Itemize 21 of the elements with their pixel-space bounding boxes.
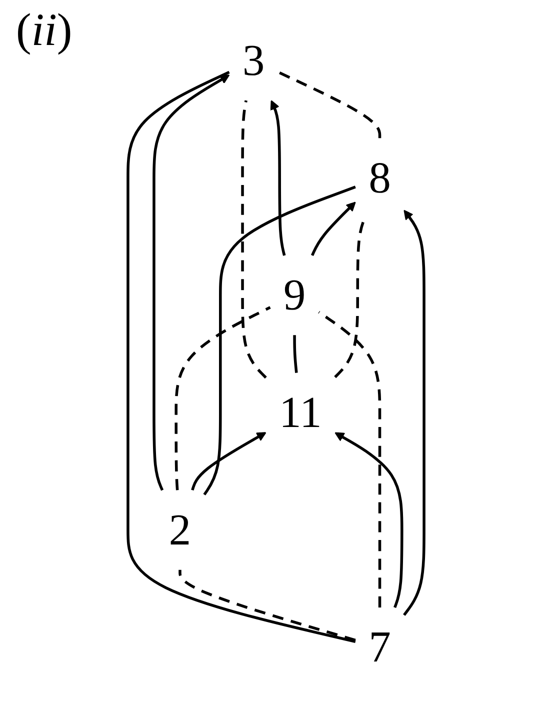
node-text: 3 [242, 35, 265, 86]
connector [241, 100, 267, 379]
node-text: 2 [168, 504, 192, 554]
connector [126, 70, 356, 643]
arrow [310, 202, 356, 256]
arrow [270, 100, 286, 256]
arrow [152, 74, 230, 491]
panel-label: (ii) [16, 4, 72, 57]
connector [174, 306, 271, 490]
connector [318, 310, 382, 608]
node-text: 11 [279, 387, 322, 438]
node-text: 8 [368, 152, 391, 202]
node-text: 9 [283, 270, 306, 320]
connector [293, 335, 298, 373]
arrow [334, 432, 404, 608]
node-text: 7 [368, 622, 391, 672]
connector [277, 70, 382, 138]
connector [203, 186, 356, 496]
arrow [403, 210, 426, 616]
arrow [191, 432, 266, 491]
connector [178, 570, 356, 642]
